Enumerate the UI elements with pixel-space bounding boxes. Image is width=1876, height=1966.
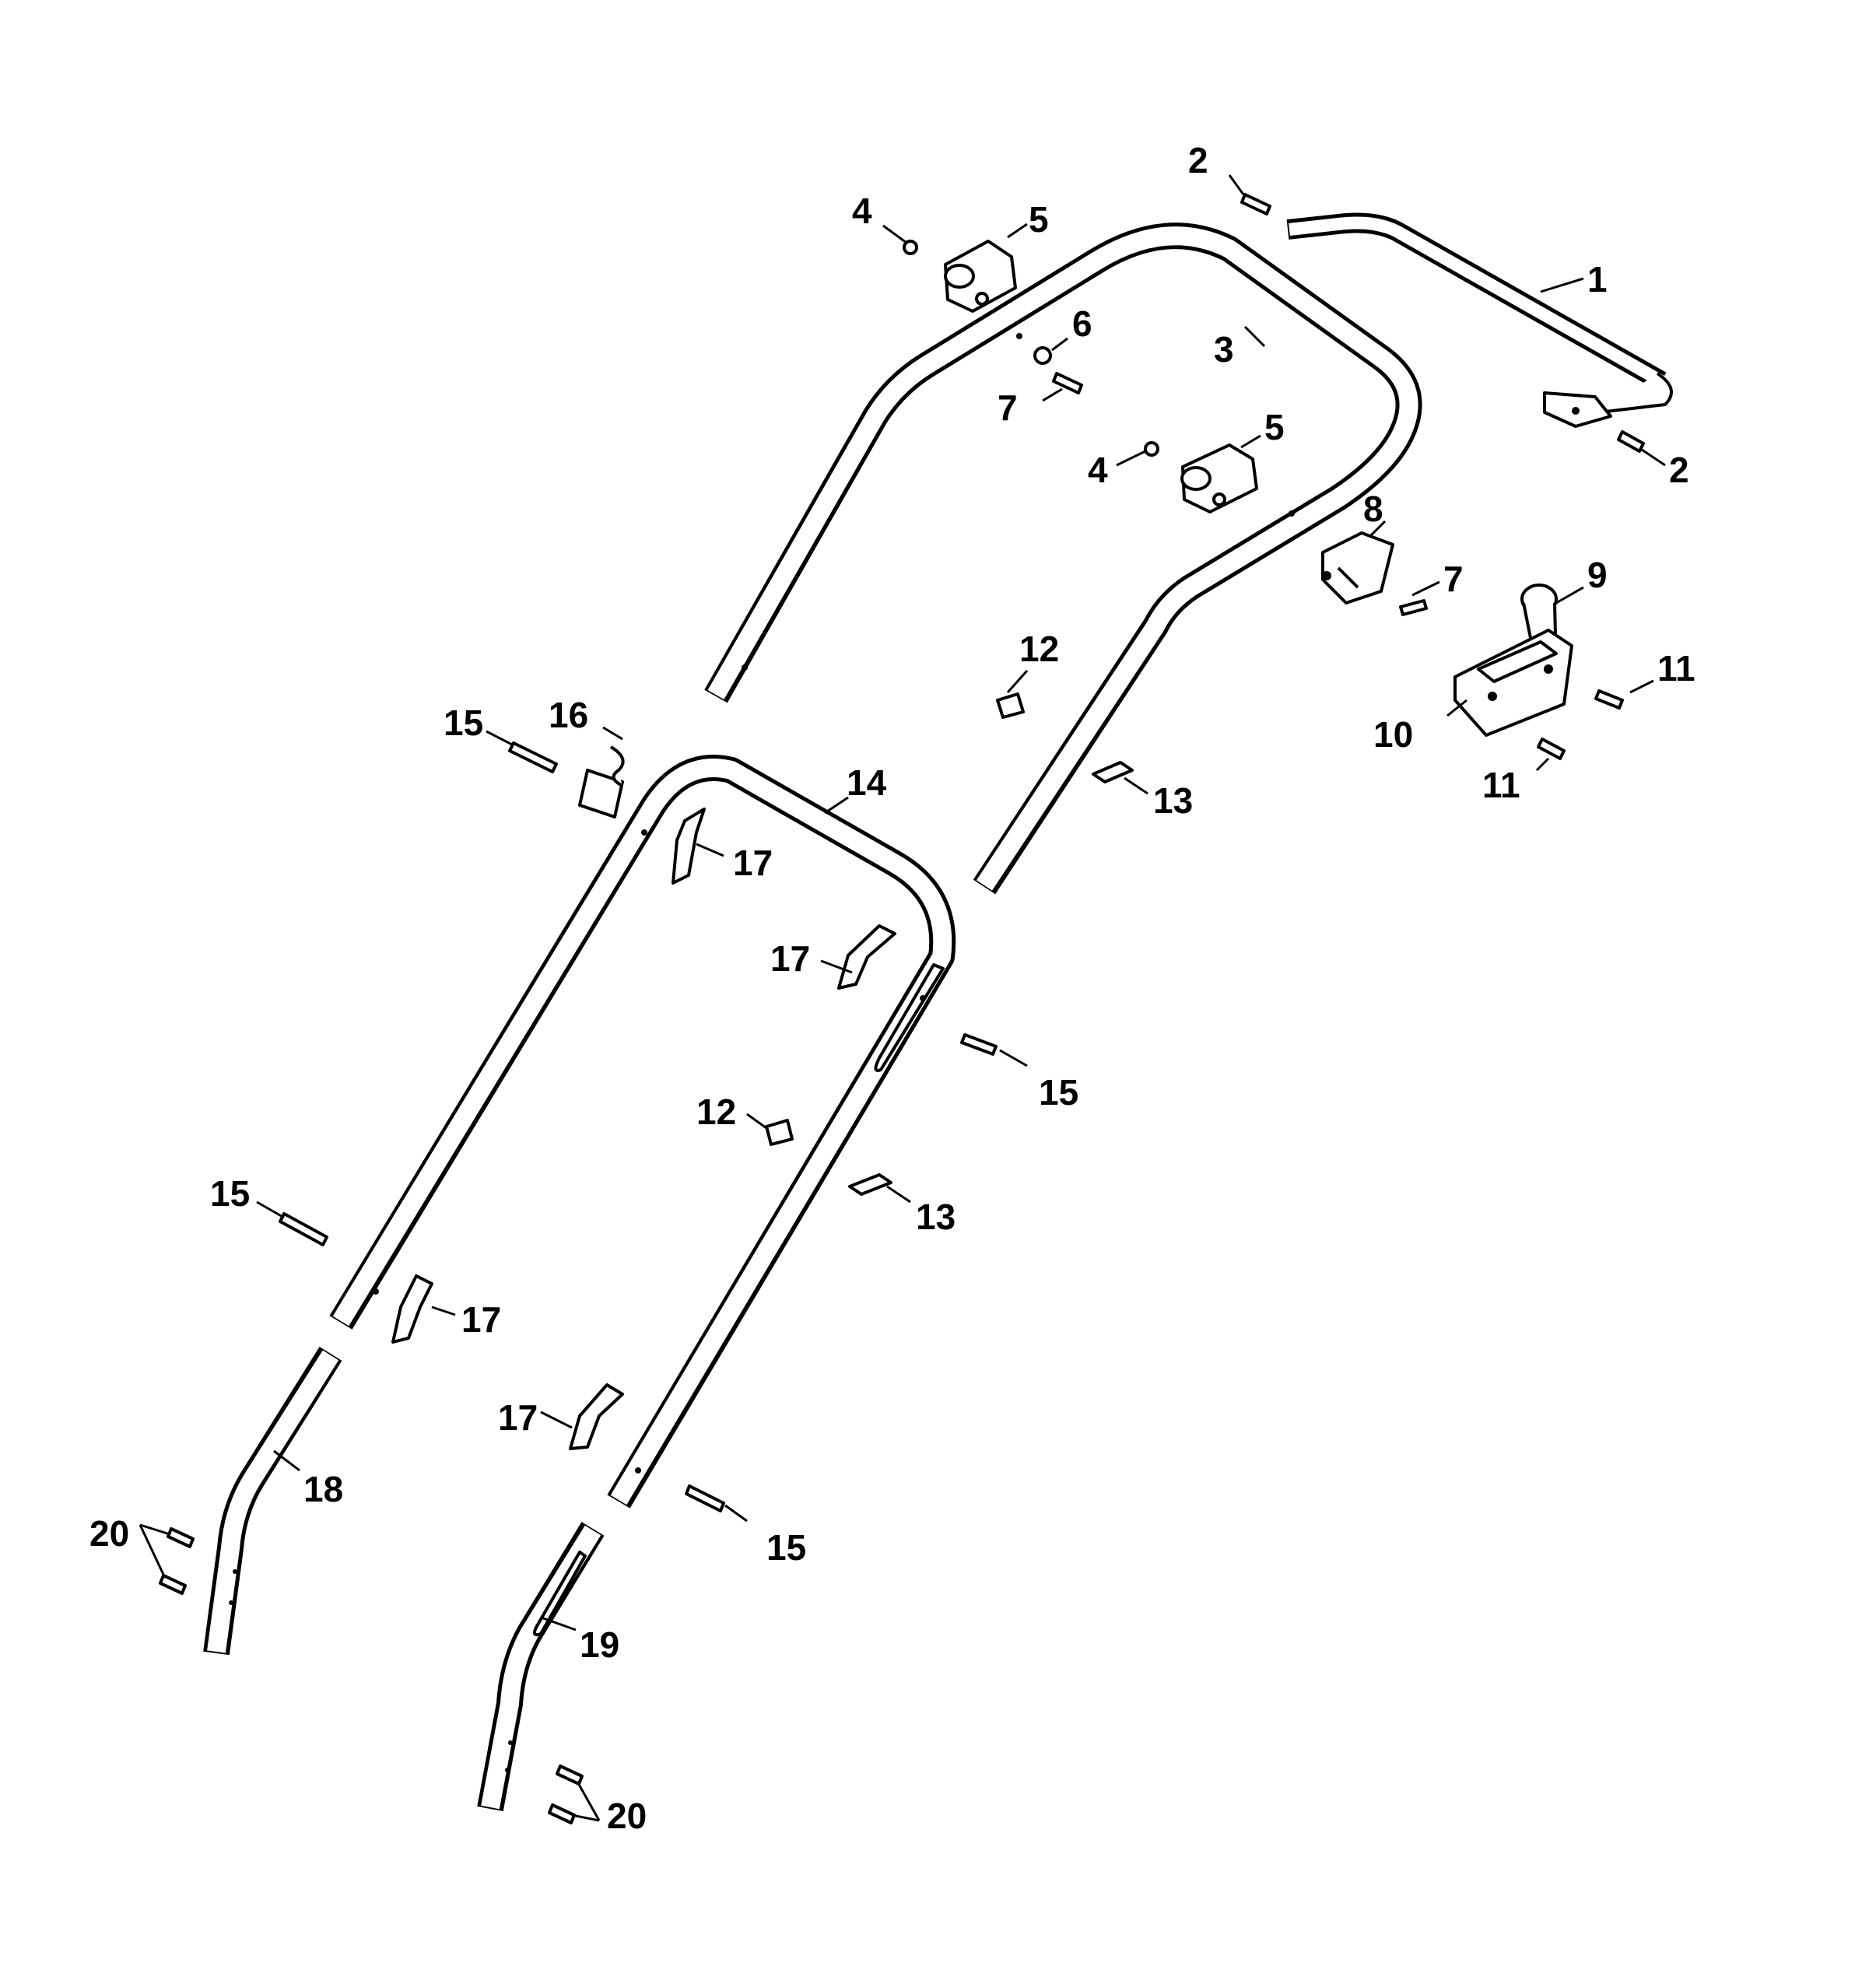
screw-part-11-right	[1594, 689, 1624, 710]
wing-knob-part-17-a	[672, 808, 706, 885]
cable-guide-part-12-upper	[996, 692, 1025, 719]
callout-19: 19	[580, 1624, 619, 1665]
callout-5-top: 5	[1029, 199, 1049, 240]
screw-part-20-a	[167, 1527, 195, 1548]
callout-12-upper: 12	[1019, 629, 1059, 669]
callout-8: 8	[1363, 489, 1383, 529]
throttle-housing-part-10	[1453, 629, 1573, 737]
bolt-part-15-left	[279, 1212, 328, 1246]
callout-6: 6	[1072, 303, 1092, 344]
bolt-part-2-top	[1240, 193, 1271, 216]
clip-part-5-top	[944, 240, 1017, 313]
callout-15-mid: 15	[1039, 1072, 1078, 1113]
bolt-part-15-mid	[960, 1033, 998, 1056]
callout-18: 18	[303, 1469, 343, 1509]
spring-clip-part-16	[578, 745, 625, 818]
lower-tube-part-19	[477, 1522, 605, 1812]
bail-bar-part-1	[1286, 212, 1673, 428]
screw-part-11-lower	[1537, 738, 1566, 760]
callout-11-lower: 11	[1482, 765, 1520, 805]
cable-guide-part-12-lower	[765, 1119, 794, 1146]
callout-17-c: 17	[461, 1299, 501, 1340]
clip-part-5-lower	[1180, 443, 1258, 513]
callout-10: 10	[1373, 714, 1413, 755]
callout-20-left: 20	[89, 1513, 129, 1554]
callout-14: 14	[847, 762, 887, 803]
callout-4-lower: 4	[1088, 450, 1108, 490]
bracket-part-8	[1321, 531, 1394, 605]
callout-11-right: 11	[1657, 648, 1695, 689]
leader-lines	[139, 174, 1666, 1822]
bolt-part-15-lower	[685, 1484, 725, 1512]
callout-16: 16	[549, 695, 588, 735]
screw-part-20-d	[548, 1803, 576, 1824]
callout-15-lower: 15	[766, 1527, 806, 1568]
callout-12-lower: 12	[696, 1092, 736, 1132]
nut-part-4-lower	[1144, 441, 1159, 457]
callout-13-upper: 13	[1153, 780, 1193, 821]
callout-9: 9	[1587, 555, 1608, 595]
callout-2-right: 2	[1669, 450, 1689, 490]
callout-2-top: 2	[1188, 140, 1208, 180]
callout-5-lower: 5	[1264, 407, 1285, 447]
callout-3: 3	[1214, 329, 1234, 370]
lower-handle-part-14	[329, 755, 956, 1509]
callout-15-upper: 15	[444, 703, 483, 743]
screw-part-7-lower	[1399, 599, 1428, 616]
callouts: 1 2 2 3 4 4 5 5 6 7 7 8 9 10 11 11 12 12…	[89, 140, 1695, 1836]
callout-7-upper: 7	[998, 387, 1018, 428]
screw-part-7-upper	[1052, 372, 1083, 394]
lower-tube-part-18	[203, 1346, 342, 1656]
wing-knob-part-17-d	[569, 1383, 624, 1450]
upper-handle-part-3	[704, 223, 1422, 895]
callout-20-right: 20	[607, 1796, 647, 1836]
callout-1: 1	[1587, 259, 1608, 300]
callout-13-lower: 13	[916, 1197, 956, 1237]
callout-17-a: 17	[733, 843, 773, 883]
wing-knob-part-17-b	[837, 924, 896, 990]
callout-4-top: 4	[852, 191, 872, 231]
wing-knob-part-17-c	[391, 1274, 433, 1344]
bolt-part-2-right	[1617, 430, 1645, 453]
bolt-part-15-upper	[508, 741, 558, 773]
callout-17-d: 17	[498, 1397, 538, 1438]
callout-15-left: 15	[210, 1173, 250, 1214]
washer-part-6	[1033, 346, 1052, 365]
cable-clip-part-13-lower	[848, 1173, 892, 1196]
callout-7-lower: 7	[1443, 559, 1464, 599]
cable-clip-part-13-upper	[1092, 761, 1134, 783]
nut-part-4-top	[903, 240, 918, 255]
callout-17-b: 17	[770, 938, 810, 979]
screw-part-20-b	[159, 1574, 187, 1595]
